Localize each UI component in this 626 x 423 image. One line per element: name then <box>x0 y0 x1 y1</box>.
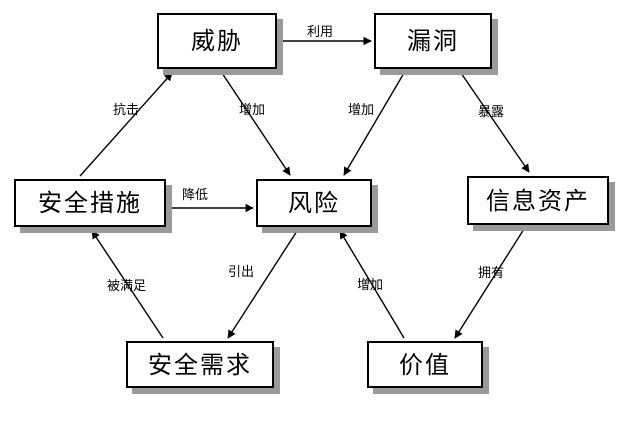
edge-threat-increases-risk <box>221 72 291 176</box>
edge-label-vulnerability-exposes-asset: 暴露 <box>478 105 505 120</box>
node-threat[interactable]: 威胁 <box>157 13 277 69</box>
edge-label-requirement-satisfies-safeguard: 被满足 <box>107 279 147 294</box>
edge-vulnerability-exposes-asset <box>460 72 530 173</box>
node-value[interactable]: 价值 <box>367 341 483 388</box>
edge-label-threat-exploits-vulnerability: 利用 <box>307 25 334 40</box>
node-label: 漏洞 <box>407 27 459 55</box>
edge-requirement-satisfies-safeguard <box>91 230 164 339</box>
edge-risk-derives-requirement <box>227 230 298 339</box>
edge-label-safeguard-reduces-risk: 降低 <box>182 188 209 203</box>
edge-label-value-increases-risk: 增加 <box>357 278 384 293</box>
node-vulnerability[interactable]: 漏洞 <box>374 13 492 69</box>
node-label: 信息资产 <box>486 186 590 215</box>
edge-label-risk-derives-requirement: 引出 <box>228 265 255 280</box>
edge-label-threat-increases-risk: 增加 <box>239 103 266 118</box>
node-label: 价值 <box>399 350 451 379</box>
node-risk[interactable]: 风险 <box>256 179 372 227</box>
edge-label-vulnerability-increases-risk: 增加 <box>348 103 375 118</box>
node-asset[interactable]: 信息资产 <box>467 176 609 225</box>
node-safeguard[interactable]: 安全措施 <box>14 179 166 227</box>
edge-value-increases-risk <box>339 230 405 339</box>
edge-asset-owns-value <box>454 228 525 339</box>
edge-label-asset-owns-value: 拥有 <box>478 266 505 281</box>
node-label: 安全措施 <box>38 189 142 217</box>
node-label: 安全需求 <box>148 350 252 379</box>
edge-vulnerability-increases-risk <box>343 72 405 176</box>
edge-safeguard-counters-threat <box>79 72 173 177</box>
node-label: 威胁 <box>191 27 243 55</box>
node-requirement[interactable]: 安全需求 <box>126 341 274 388</box>
edge-label-safeguard-counters-threat: 抗击 <box>113 103 140 118</box>
node-label: 风险 <box>288 189 340 217</box>
